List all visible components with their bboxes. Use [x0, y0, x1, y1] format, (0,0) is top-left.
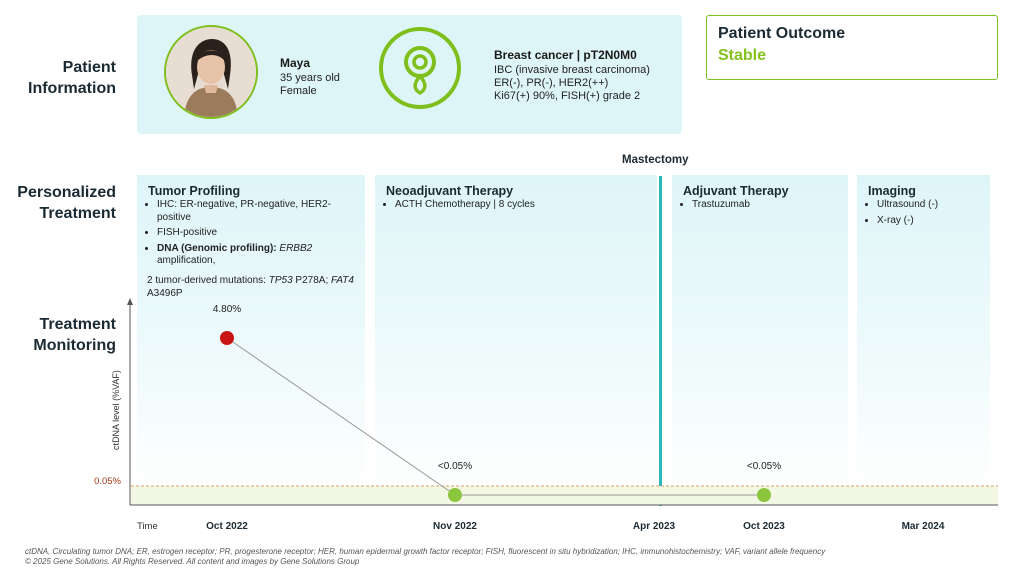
imaging-list: Ultrasound (-) X-ray (-): [867, 199, 938, 230]
diagnosis-line: Ki67(+) 90%, FISH(+) grade 2: [494, 90, 641, 102]
mutation-prefix: 2 tumor-derived mutations:: [147, 275, 266, 286]
column-tumor-profiling: Tumor Profiling IHC: ER-negative, PR-neg…: [137, 175, 365, 493]
mutation-text: 2 tumor-derived mutations: TP53 P278A; F…: [147, 275, 359, 300]
list-item: IHC: ER-negative, PR-negative, HER2-posi…: [157, 199, 362, 224]
adjuvant-list: Trastuzumab: [682, 199, 750, 215]
list-item: Ultrasound (-): [877, 199, 938, 212]
series-segment: [226, 337, 456, 496]
list-item: Trastuzumab: [692, 199, 750, 212]
section-label-personalized-treatment: Personalized Treatment: [17, 184, 116, 222]
threshold-label: 0.05%: [94, 476, 121, 487]
y-axis-label: ctDNA level (%VAF): [111, 370, 121, 450]
mutation-change-2: A3496P: [147, 287, 183, 299]
diagnosis-line: ER(-), PR(-), HER2(++): [494, 77, 609, 89]
outcome-title: Patient Outcome: [718, 25, 846, 42]
mastectomy-label: Mastectomy: [622, 154, 689, 166]
column-imaging: Imaging Ultrasound (-) X-ray (-): [857, 175, 990, 493]
x-tick-label: Oct 2022: [206, 521, 248, 532]
list-item: FISH-positive: [157, 227, 362, 240]
column-neoadjuvant-therapy: Neoadjuvant Therapy ACTH Chemotherapy | …: [375, 175, 657, 493]
list-item-dna: DNA (Genomic profiling): ERBB2 amplifica…: [157, 243, 362, 268]
patient-outcome-box: Patient Outcome Stable: [706, 15, 998, 80]
mutation-gene-1: TP53: [268, 275, 293, 286]
patient-avatar-icon: [166, 27, 256, 117]
list-item: X-ray (-): [877, 215, 938, 228]
x-tick-label: Apr 2023: [633, 521, 676, 532]
dna-label: DNA (Genomic profiling):: [157, 242, 277, 254]
mastectomy-marker-line: [659, 176, 662, 506]
column-title: Imaging: [868, 184, 916, 198]
dna-gene: ERBB2: [279, 242, 313, 254]
neoadjuvant-list: ACTH Chemotherapy | 8 cycles: [385, 199, 535, 215]
x-axis-label: Time: [137, 521, 158, 532]
patient-name: Maya: [280, 56, 311, 70]
data-point: [220, 331, 234, 345]
patient-avatar: [164, 25, 258, 119]
section-label-patient-information: Patient Information: [28, 59, 116, 97]
x-tick-label: Nov 2022: [433, 521, 477, 532]
x-tick-label: Mar 2024: [902, 521, 945, 532]
dna-amp: amplification,: [157, 255, 216, 266]
y-axis-arrow-icon: [127, 298, 133, 305]
data-point: [757, 488, 771, 502]
data-label: 4.80%: [213, 304, 241, 315]
patient-age: 35 years old: [280, 72, 340, 84]
data-label: <0.05%: [747, 461, 781, 472]
cancer-ribbon-badge: [379, 27, 461, 109]
list-item: ACTH Chemotherapy | 8 cycles: [395, 199, 535, 212]
patient-info-panel: Maya 35 years old Female Breast cancer |…: [137, 15, 682, 134]
data-point: [448, 488, 462, 502]
column-title: Tumor Profiling: [148, 184, 241, 198]
diagnosis-title: Breast cancer | pT2N0M0: [494, 48, 637, 62]
cancer-ribbon-icon: [404, 46, 436, 96]
tumor-profiling-list: IHC: ER-negative, PR-negative, HER2-posi…: [147, 199, 362, 271]
column-title: Adjuvant Therapy: [683, 184, 789, 198]
outcome-value: Stable: [718, 47, 767, 64]
patient-sex: Female: [280, 85, 317, 97]
footnote-abbreviations: ctDNA, Circulating tumor DNA; ER, estrog…: [25, 547, 826, 556]
column-title: Neoadjuvant Therapy: [386, 184, 514, 198]
section-label-treatment-monitoring: Treatment Monitoring: [33, 316, 116, 354]
data-label: <0.05%: [438, 461, 472, 472]
diagnosis-line: IBC (invasive breast carcinoma): [494, 64, 650, 76]
footnote-copyright: © 2025 Gene Solutions. All Rights Reserv…: [25, 557, 360, 566]
mutation-change-1: P278A;: [295, 275, 329, 286]
mutation-gene-2: FAT4: [331, 275, 354, 286]
x-tick-label: Oct 2023: [743, 521, 785, 532]
column-adjuvant-therapy: Adjuvant Therapy Trastuzumab: [672, 175, 848, 493]
